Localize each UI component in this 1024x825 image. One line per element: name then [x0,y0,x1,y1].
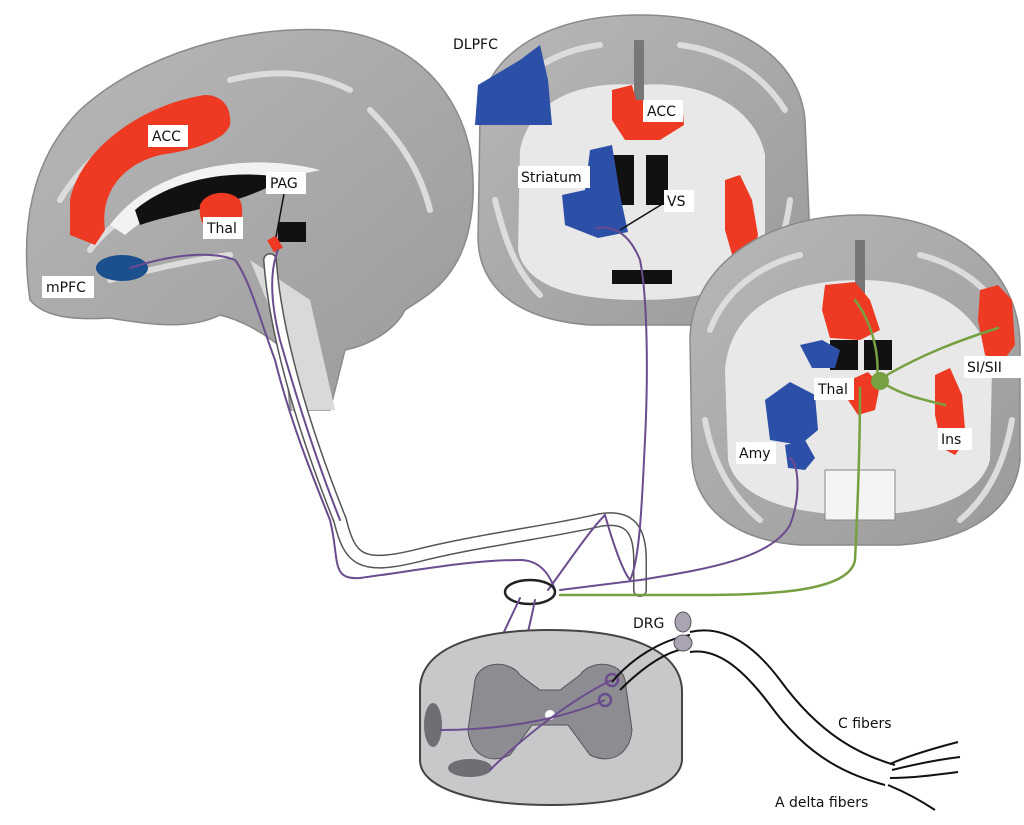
pathway-vs [547,226,648,591]
c-fibers-label: C fibers [838,716,892,732]
dorsal-horn-synapse-2 [597,692,613,708]
cor1-dlpfc-label: DLPFC [453,37,498,53]
coronal1-white-matter [518,84,765,301]
cor1-dlpfc-region [475,45,552,125]
coronal-slice-1: DLPFC ACC Striatum VS [450,14,811,326]
sag-pag-pointer [275,193,285,238]
coronal1-ventricle-right [646,155,668,205]
coronal2-brainstem-gap [824,469,896,521]
pathway-green [558,386,862,597]
cor2-thal-label: Thal [817,382,848,398]
sag-pag-label: PAG [270,176,298,192]
cor2-amy-region [785,440,815,470]
cord-crossing-fiber [439,699,606,731]
cord-crossing-fiber-2 [489,679,613,771]
sag-acc-region [70,95,231,245]
cor2-acc-region [822,282,880,340]
sag-pag-region [267,235,283,253]
spinal-cord-cross-section [419,628,683,807]
sagittal-brain-slice: ACC Thal PAG mPFC [25,28,474,411]
cor1-vs-label: VS [667,194,686,210]
cor1-striatum-label: Striatum [521,170,582,186]
peripheral-nerve-bottom [689,650,886,786]
cor1-acc-label: ACC [647,104,676,120]
lateral-tract [424,703,442,747]
cor2-ins-label: Ins [941,432,961,448]
sag-mpfc-label: mPFC [46,280,86,296]
drg-lower [673,634,693,652]
pathway-green-acc [853,298,879,382]
coronal-slice-2: SI/SII Thal Ins Amy [689,214,1022,546]
thalamic-relay-node [871,372,889,390]
pathway-amy [559,457,799,591]
dorsal-horn-synapse-1 [604,672,620,688]
coronal2-gyri-texture [702,252,1015,523]
cor2-blue-mid [765,382,818,445]
peripheral-nerve-top [689,629,896,766]
cor1-vs-pointer [619,202,665,231]
coronal1-midline [634,40,644,120]
dorsal-root-ganglion-group: DRG C fibers A delta fibers [611,611,961,811]
sag-thal-label: Thal [206,221,237,237]
ventricle-3 [278,222,306,242]
sag-acc-label: ACC [152,129,181,145]
drg-upper [674,611,692,633]
coronal2-midline [855,240,865,300]
cor2-blue-upper [800,340,840,368]
sag-mpfc-region [96,255,148,281]
cor1-striatum-region [562,145,628,238]
fiber-endings [887,741,961,811]
cor2-sisii-label: SI/SII [967,360,1002,376]
pathway-pag [271,249,341,521]
drg-label: DRG [633,616,664,632]
pathway-green-sisii [880,326,1000,380]
a-delta-fibers-label: A delta fibers [775,795,868,811]
ventral-tract [448,759,492,777]
pathway-mpfc [129,253,556,591]
decussation-ring [503,578,557,606]
cor2-amy-label: Amy [739,446,771,462]
cor2-sisii-region [978,285,1015,365]
cor1-right-red-region [725,175,758,258]
